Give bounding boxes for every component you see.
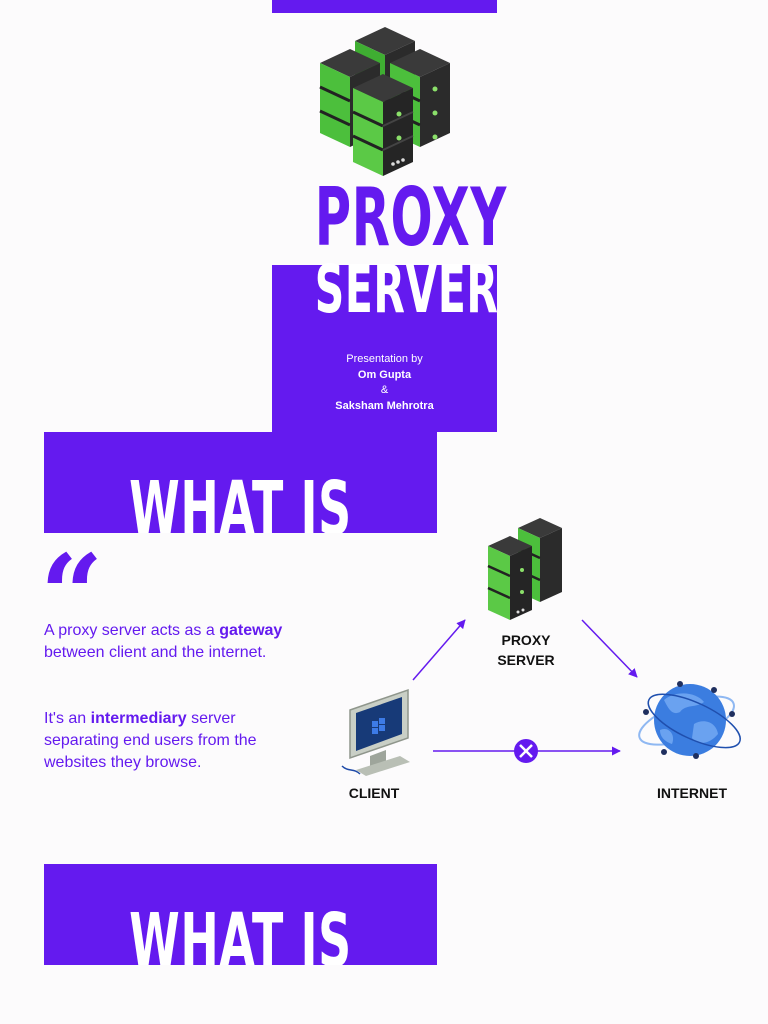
section-heading: WHAT IS IT? (129, 898, 352, 965)
ampersand: & (380, 384, 389, 396)
proxy-diagram (341, 518, 741, 776)
presented-by-text: Presentation by (346, 353, 423, 365)
proxy-to-internet-arrow (581, 619, 638, 678)
section-heading-bar: WHAT IS IT? (44, 864, 437, 965)
cover-title-block (272, 265, 497, 432)
cover-credits: Presentation by Om Gupta & Saksham Mehro… (272, 352, 497, 414)
description-paragraph-2: It's an intermediary server separating e… (44, 710, 257, 771)
author-2: Saksham Mehrotra (335, 399, 434, 412)
cover-title-proxy: PROXY (314, 171, 507, 264)
client-to-proxy-arrow (412, 619, 466, 681)
blocked-x-icon (514, 739, 538, 763)
server-rack-icon (319, 27, 450, 176)
server-rack-icon (487, 518, 562, 620)
client-label: CLIENT (348, 785, 400, 801)
description-paragraph-1: A proxy server acts as a gateway between… (44, 622, 283, 661)
section-heading: WHAT IS IT? (129, 466, 352, 533)
top-accent-bar (272, 0, 497, 13)
quote-mark-icon: “ (40, 530, 104, 659)
section-heading-bar: WHAT IS IT? (44, 432, 437, 533)
cover-title-server: SERVER (314, 251, 499, 328)
computer-monitor-icon (341, 688, 410, 776)
author-1: Om Gupta (357, 368, 412, 381)
proxy-server-label: PROXY SERVER (497, 632, 555, 668)
internet-label: INTERNET (657, 785, 727, 801)
globe-network-icon (638, 681, 741, 759)
